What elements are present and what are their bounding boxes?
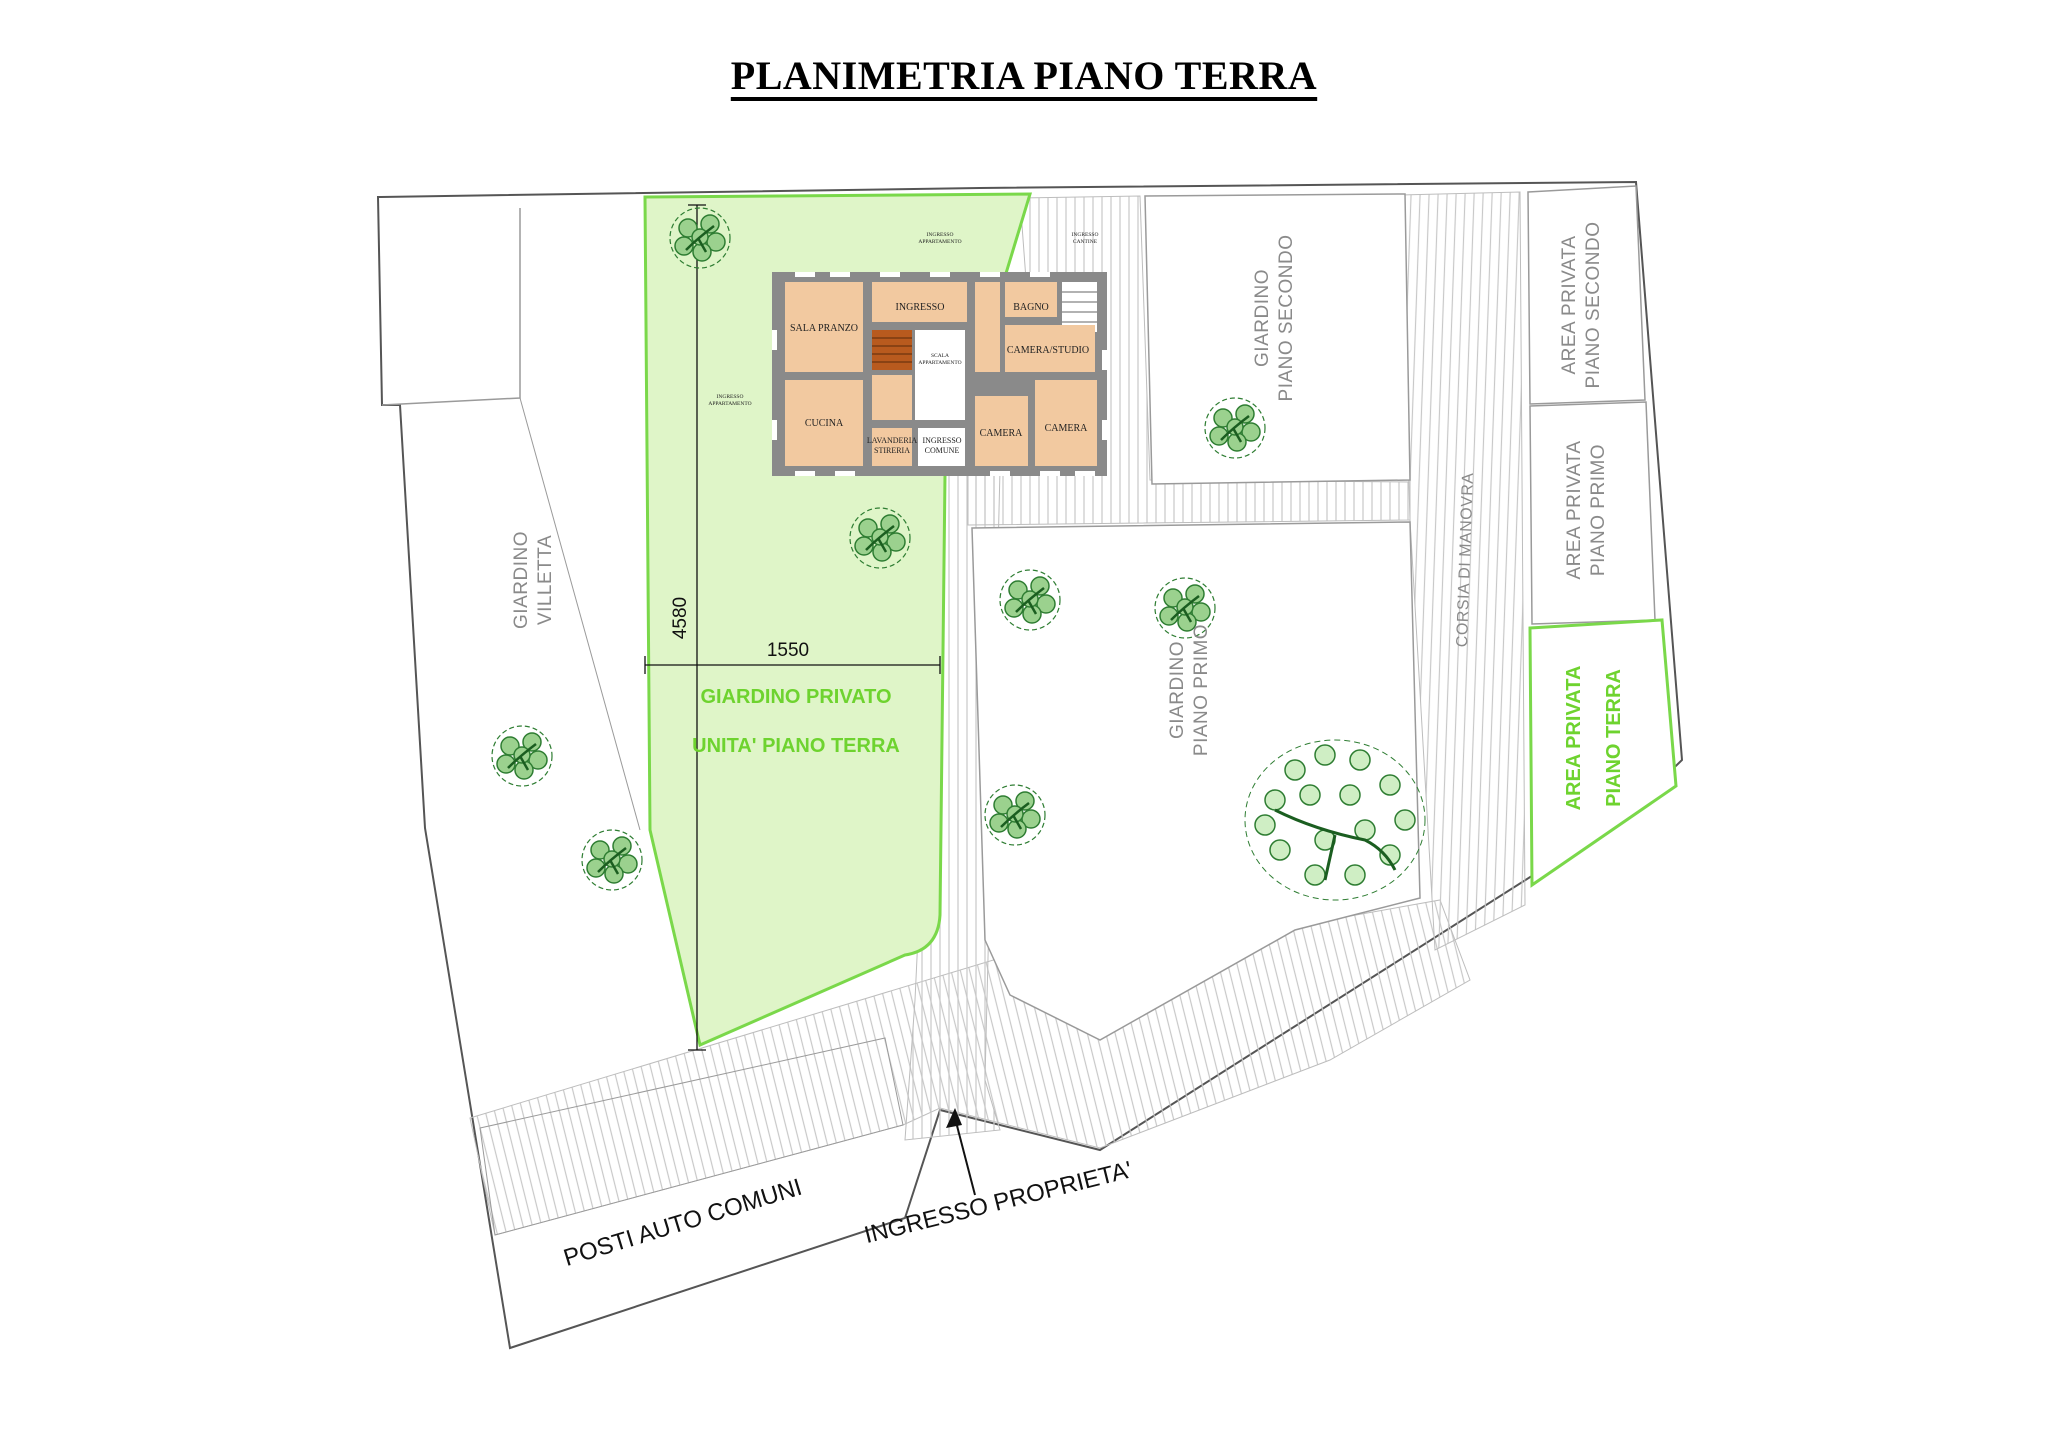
room-ingresso-comune	[918, 428, 965, 466]
label-area-privata-secondo-1: AREA PRIVATA	[1559, 235, 1580, 374]
label-sala-pranzo: SALA PRANZO	[790, 323, 858, 334]
label-ingresso: INGRESSO	[896, 302, 945, 313]
room-bagno	[1005, 282, 1057, 317]
room-stair	[872, 330, 912, 370]
svg-text:SCALA: SCALA	[931, 353, 949, 359]
label-giardino-privato-2: UNITA' PIANO TERRA	[692, 735, 900, 757]
label-giardino-villetta-2: VILLETTA	[535, 535, 556, 625]
label-camera-2: CAMERA	[1045, 423, 1089, 434]
label-giardino-piano-primo-1: GIARDINO	[1167, 641, 1188, 739]
room-camera-1	[975, 396, 1028, 466]
entrance-arrow-icon	[946, 1108, 976, 1196]
label-lavanderia-1: LAVANDERIA	[867, 436, 918, 445]
giardino-piano-primo-area	[971, 521, 1421, 1041]
tiny-notes: INGRESSO APPARTAMENTO INGRESSO CANTINE I…	[708, 232, 1098, 407]
label-camera-1: CAMERA	[980, 428, 1024, 439]
dimension-width-label: 1550	[767, 640, 809, 661]
room-sala-pranzo	[785, 282, 863, 372]
room-camera-studio-main	[1005, 325, 1095, 372]
label-giardino-piano-secondo-1: GIARDINO	[1252, 269, 1273, 367]
label-area-privata-primo-2: PIANO PRIMO	[1588, 444, 1609, 576]
room-ingresso	[872, 282, 967, 322]
room-labels: SALA PRANZO CUCINA INGRESSO BAGNO CAMERA…	[790, 302, 1089, 455]
label-ingresso-comune-1: INGRESSO	[922, 436, 961, 445]
dimension-lines	[644, 204, 941, 1051]
label-bagno: BAGNO	[1013, 302, 1049, 313]
room-camera-studio	[975, 282, 1000, 372]
house-floor-plan	[772, 272, 1107, 476]
label-giardino-villetta-1: GIARDINO	[511, 531, 532, 629]
svg-text:APPARTAMENTO: APPARTAMENTO	[918, 239, 961, 245]
label-lavanderia-2: STIRERIA	[874, 446, 910, 455]
svg-text:CANTINE: CANTINE	[1073, 239, 1098, 245]
area-privata-piano-terra-area	[1528, 618, 1678, 888]
label-ingresso-comune-2: COMUNE	[925, 446, 960, 455]
label-giardino-piano-primo-2: PIANO PRIMO	[1191, 624, 1212, 756]
room-stair-right	[1062, 282, 1097, 332]
label-area-privata-secondo-2: PIANO SECONDO	[1583, 222, 1604, 389]
room-vestibolo	[872, 375, 912, 420]
svg-text:INGRESSO: INGRESSO	[927, 232, 954, 238]
room-lavanderia	[872, 428, 912, 466]
label-giardino-piano-secondo-2: PIANO SECONDO	[1276, 235, 1297, 402]
giardino-piano-secondo-area	[1144, 193, 1411, 485]
label-area-privata-terra-2: PIANO TERRA	[1603, 669, 1625, 807]
svg-text:APPARTAMENTO: APPARTAMENTO	[708, 401, 751, 407]
dimension-height-label: 4580	[670, 597, 691, 639]
room-camera-2	[1035, 380, 1097, 466]
label-area-privata-terra-1: AREA PRIVATA	[1563, 666, 1585, 811]
svg-text:INGRESSO: INGRESSO	[717, 394, 744, 400]
area-privata-piano-secondo-area	[1527, 185, 1646, 405]
label-camera-studio: CAMERA/STUDIO	[1007, 345, 1089, 356]
svg-text:APPARTAMENTO: APPARTAMENTO	[918, 360, 961, 366]
room-hall	[915, 330, 965, 420]
svg-text:INGRESSO: INGRESSO	[1072, 232, 1099, 238]
label-cucina: CUCINA	[805, 418, 844, 429]
label-giardino-privato-1: GIARDINO PRIVATO	[700, 686, 891, 708]
label-corsia-di-manovra: CORSIA DI MANOVRA	[1454, 472, 1477, 647]
large-tree-icon	[1244, 739, 1426, 901]
page-title: PLANIMETRIA PIANO TERRA	[730, 53, 1318, 98]
label-area-privata-primo-1: AREA PRIVATA	[1564, 440, 1585, 579]
room-cucina	[785, 380, 863, 466]
